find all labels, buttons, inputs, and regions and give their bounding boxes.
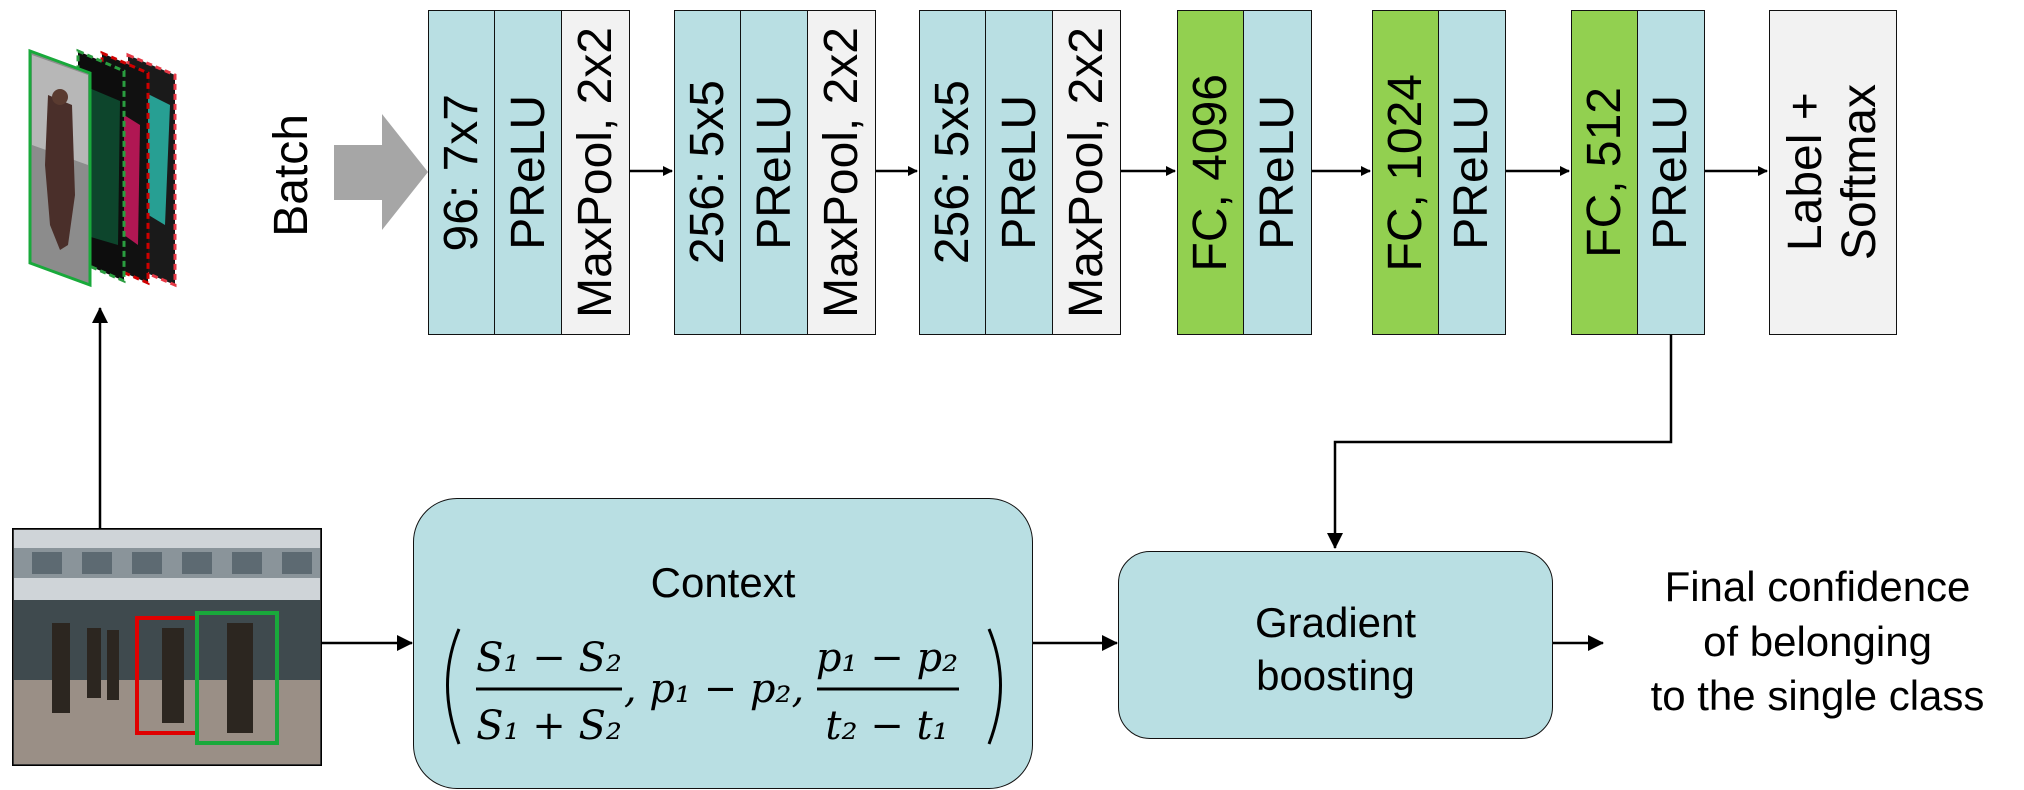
gradient-boosting-box: Gradient boosting — [1118, 551, 1553, 739]
maxpool-layer-1: MaxPool, 2x2 — [561, 10, 630, 335]
conv-layer-1: 96: 7x7 — [428, 10, 496, 335]
maxpool-layer-3: MaxPool, 2x2 — [1052, 10, 1121, 335]
maxpool-layer-2: MaxPool, 2x2 — [807, 10, 876, 335]
fc-layer-2: FC, 1024 — [1372, 10, 1440, 335]
final-output-text: Final confidence of belonging to the sin… — [1615, 560, 2020, 724]
stacked-crops-image — [28, 48, 177, 288]
gradient-boosting-line2: boosting — [1256, 651, 1415, 699]
prelu-layer-3: PReLU — [985, 10, 1054, 335]
formula-frac1-num: S₁ − S₂ — [476, 635, 622, 681]
final-output-line1: Final confidence — [1664, 563, 1971, 610]
prelu-layer-1: PReLU — [494, 10, 563, 335]
conv-layer-3: 256: 5x5 — [919, 10, 987, 335]
final-output-line3: to the single class — [1650, 672, 1985, 720]
formula-mid: , p₁ − p₂, — [624, 666, 804, 712]
scene-photo-image — [12, 528, 322, 766]
gradient-boosting-line1: Gradient — [1254, 599, 1417, 646]
formula-frac2-num: p₁ − p₂ — [816, 635, 958, 681]
conv-block-1: 96: 7x7 PReLU MaxPool, 2x2 — [428, 10, 630, 335]
formula-frac2-den: t₂ − t₁ — [825, 703, 948, 749]
final-output-line2: of belonging — [1703, 617, 1932, 665]
context-box: Context S₁ − S₂ S₁ + S₂ , p₁ − p₂, p₁ − … — [413, 498, 1033, 789]
prelu-layer-2: PReLU — [740, 10, 809, 335]
fc-block-1: FC, 4096 PReLU — [1177, 10, 1312, 335]
context-formula: S₁ − S₂ S₁ + S₂ , p₁ − p₂, p₁ − p₂ t₂ − … — [446, 628, 1002, 749]
fc-prelu-layer-1: PReLU — [1243, 10, 1312, 335]
output-block: Label + Softmax — [1769, 10, 1897, 335]
conv-block-3: 256: 5x5 PReLU MaxPool, 2x2 — [919, 10, 1121, 335]
fc-block-2: FC, 1024 PReLU — [1372, 10, 1506, 335]
conv-block-2: 256: 5x5 PReLU MaxPool, 2x2 — [674, 10, 876, 335]
fc-prelu-layer-3: PReLU — [1637, 10, 1705, 335]
batch-arrow-icon — [334, 114, 428, 230]
formula-frac1-den: S₁ + S₂ — [476, 703, 622, 749]
context-title: Context — [650, 559, 796, 606]
conv-layer-2: 256: 5x5 — [674, 10, 742, 335]
fc-block-3: FC, 512 PReLU — [1571, 10, 1705, 335]
fc-layer-3: FC, 512 — [1571, 10, 1639, 335]
label-softmax-layer: Label + Softmax — [1769, 10, 1897, 335]
fc-prelu-layer-2: PReLU — [1438, 10, 1506, 335]
